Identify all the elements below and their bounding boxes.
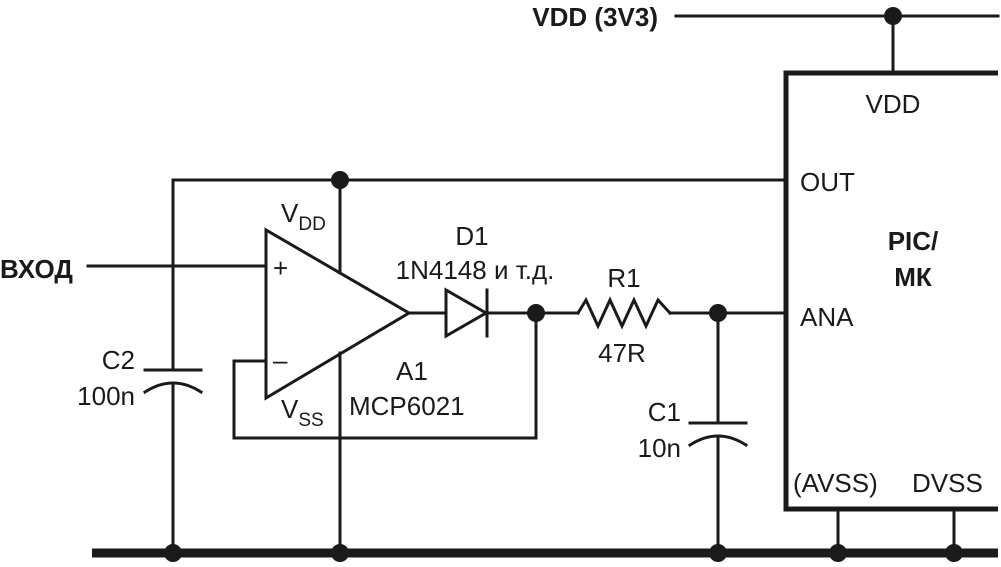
resistor-r1: R1 47R bbox=[534, 263, 788, 368]
diode-ref-label: D1 bbox=[455, 221, 488, 251]
opamp-vss-label: VSS bbox=[281, 394, 324, 431]
mcu-outline bbox=[783, 70, 998, 512]
input-net: ВХОД bbox=[0, 254, 268, 284]
mcu-pin-ana-label: ANA bbox=[800, 302, 854, 332]
mcu-block: PIC/ МК VDD OUT ANA (AVSS) DVSS bbox=[783, 70, 998, 562]
resistor-zigzag bbox=[575, 296, 673, 330]
c2-value-label: 100n bbox=[77, 381, 135, 411]
supply-junction-dot bbox=[884, 7, 902, 25]
vdd-supply-rail: VDD (3V3) bbox=[532, 2, 1000, 75]
opamp-vdd-label: VDD bbox=[281, 198, 326, 235]
c1-ground-dot bbox=[709, 544, 727, 562]
mcu-pin-vdd-label: VDD bbox=[866, 89, 921, 119]
resistor-value-label: 47R bbox=[598, 338, 646, 368]
opamp-ref-label: A1 bbox=[396, 356, 428, 386]
opamp-triangle bbox=[264, 227, 412, 401]
resistor-ref-label: R1 bbox=[607, 263, 640, 293]
opamp-plus-sign: + bbox=[273, 253, 288, 283]
diode-d1: D1 1N4148 и т.д. bbox=[396, 221, 555, 339]
diode-part-label: 1N4148 и т.д. bbox=[396, 255, 555, 285]
c1-ref-label: C1 bbox=[648, 397, 681, 427]
supply-label: VDD (3V3) bbox=[532, 2, 658, 32]
mcu-name-line1: PIC/ bbox=[888, 226, 939, 256]
c2-ref-label: C2 bbox=[102, 345, 135, 375]
mcu-pin-out-label: OUT bbox=[800, 167, 855, 197]
diode-triangle bbox=[444, 287, 490, 339]
capacitor-c1: C1 10n bbox=[638, 311, 749, 562]
opamp-part-label: MCP6021 bbox=[349, 391, 465, 421]
mcu-pin-avss-label: (AVSS) bbox=[793, 468, 878, 498]
mcu-name-line2: МК bbox=[894, 262, 932, 292]
opamp-minus-sign: – bbox=[273, 345, 288, 375]
mcu-pin-dvss-label: DVSS bbox=[912, 468, 983, 498]
c1-value-label: 10n bbox=[638, 433, 681, 463]
feedback-wire bbox=[232, 311, 538, 440]
c2-ground-dot bbox=[164, 544, 182, 562]
capacitor-c2: C2 100n bbox=[77, 178, 204, 562]
input-label: ВХОД bbox=[0, 254, 73, 284]
dvss-ground-dot bbox=[945, 544, 963, 562]
opamp-a1: + – VDD VSS A1 MCP6021 bbox=[264, 178, 465, 555]
avss-ground-dot bbox=[829, 544, 847, 562]
